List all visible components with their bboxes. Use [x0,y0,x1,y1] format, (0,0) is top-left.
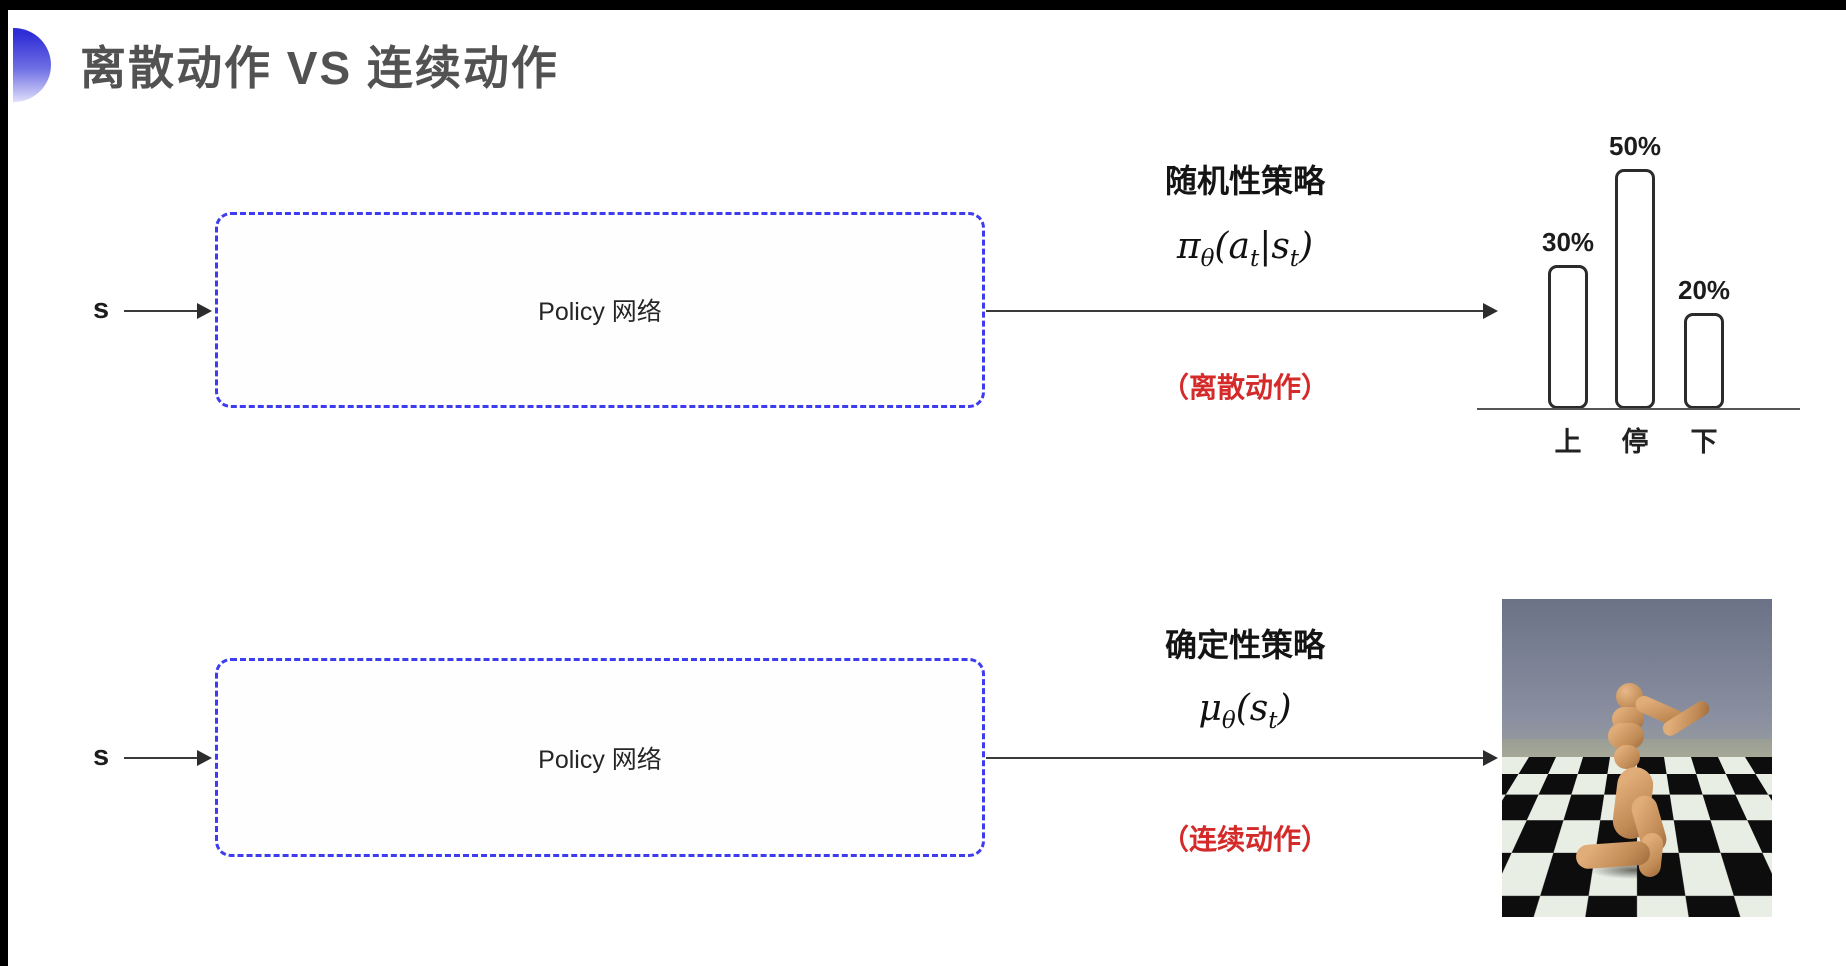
formula-subscript: t [1289,246,1300,273]
bar-value-label: 20% [1677,275,1731,305]
formula-part: ) [1277,688,1292,729]
action-note-row2: （连续动作） [1160,824,1329,855]
state-input-label-row2: s [93,740,110,772]
policy-network-box-row2: Policy 网络 [215,658,985,857]
formula-subscript: θ [1221,708,1236,735]
output-arrow-row1 [986,303,1498,319]
chart-category-labels: 上 停 下 [1477,420,1800,457]
bar-up [1548,265,1588,409]
bar-column-stop: 50% [1609,131,1661,409]
policy-network-box-row1: Policy 网络 [215,212,985,408]
policy-network-label-row2: Policy 网络 [538,745,662,774]
policy-type-row2: 确定性策略 [1164,627,1325,663]
bar-value-label: 30% [1541,227,1595,257]
formula-part: |s [1259,226,1290,267]
formula-symbol: μ [1198,688,1222,729]
policy-type-row1: 随机性策略 [1164,163,1325,199]
formula-part: (s [1235,688,1269,729]
category-label-down: 下 [1690,427,1718,457]
robot-front-shin-foot [1575,840,1651,870]
policy-formula-row2: μθ(st) [1045,688,1445,734]
bar-stop [1615,169,1655,409]
bar-value-label: 50% [1608,131,1662,161]
formula-part: ) [1299,226,1314,267]
input-arrow-row2 [124,750,212,766]
formula-subscript: θ [1200,246,1215,273]
page-title: 离散动作 VS 连续动作 [80,42,559,94]
output-arrow-row2 [986,750,1498,766]
humanoid-simulation-image [1502,599,1772,917]
category-label-stop: 停 [1621,427,1649,457]
robot-chest [1608,723,1644,749]
input-arrow-row1 [124,303,212,319]
bar-column-down: 20% [1678,275,1730,409]
robot-abdomen [1614,745,1640,769]
frame-top-strip [0,0,1846,10]
bar-column-up: 30% [1542,227,1594,409]
formula-subscript: t [1249,246,1260,273]
action-probability-bar-chart: 30% 50% 20% [1477,100,1800,410]
category-label-up: 上 [1554,427,1582,457]
title-bullet-icon [13,28,51,102]
state-input-label-row1: s [93,293,110,325]
frame-left-strip [0,0,8,966]
chart-baseline [1477,408,1800,410]
formula-subscript: t [1268,708,1278,735]
policy-formula-row1: πθ(at|st) [1045,226,1445,272]
formula-symbol: π [1176,226,1201,267]
formula-part: (a [1214,226,1250,267]
action-note-row1: （离散动作） [1160,372,1329,403]
policy-network-label-row1: Policy 网络 [538,298,662,326]
bar-down [1684,313,1724,409]
